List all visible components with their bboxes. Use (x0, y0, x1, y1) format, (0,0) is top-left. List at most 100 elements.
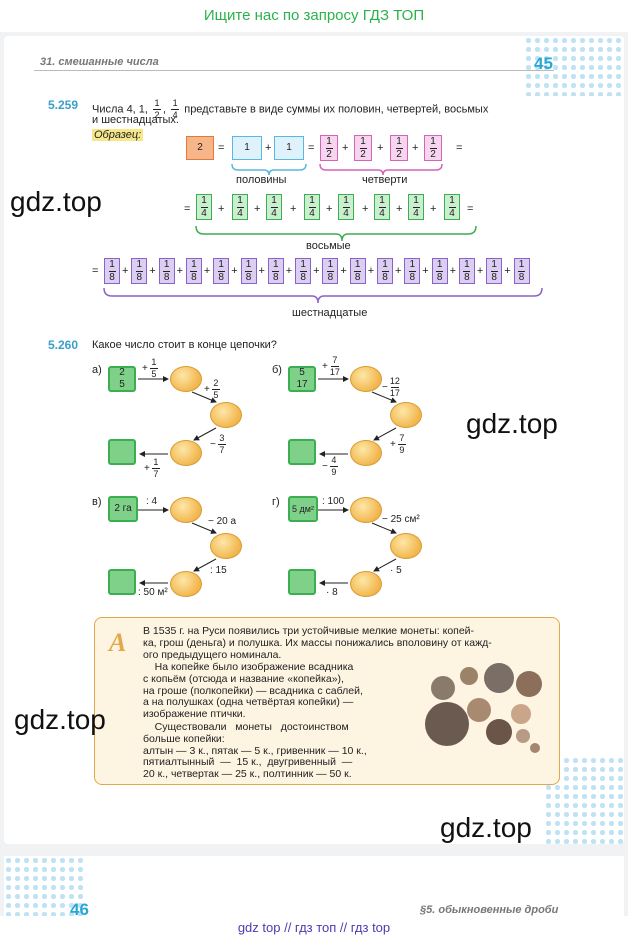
plus-sign: + (203, 265, 211, 277)
watermark: gdz.top (14, 704, 106, 735)
chain-a-label: а) (92, 364, 102, 376)
plus-sign: + (231, 265, 238, 277)
chain-v-circle2[interactable] (210, 533, 242, 559)
chain-v-answer[interactable] (108, 569, 136, 595)
dot-pattern (4, 856, 84, 916)
plus-sign: + (395, 265, 402, 277)
chain-v-circle3[interactable] (170, 571, 202, 597)
next-page-preview: 46 §5. обыкновенные дроби (4, 856, 624, 916)
task-text-line2: и шестнадцатых. (92, 114, 179, 126)
plus-sign: + (396, 203, 403, 215)
brace-lines (103, 163, 543, 304)
plus-sign: + (218, 203, 225, 215)
plus-sign: + (285, 265, 293, 277)
task-number: 5.260 (48, 338, 79, 352)
footer-links[interactable]: gdz top // гдз топ // гдз top (0, 916, 628, 944)
chain-v-label: в) (92, 496, 102, 508)
chain-b-answer[interactable] (288, 439, 316, 465)
equals-sign: = (456, 142, 463, 154)
chain-a-answer[interactable] (108, 439, 136, 465)
section-header: 31. смешанные числа (40, 56, 159, 68)
watermark: gdz.top (10, 186, 102, 217)
plus-sign: + (449, 265, 457, 277)
plus-sign: + (122, 265, 129, 277)
chain-g-op1: : 100 (322, 496, 345, 507)
plus-sign: + (430, 203, 437, 215)
top-banner[interactable]: Ищите нас по запросу ГДЗ ТОП (0, 0, 628, 32)
chain-g-op4: · 8 (326, 587, 338, 598)
chain-g-circle3[interactable] (350, 571, 382, 597)
plus-sign: + (504, 265, 511, 277)
plus-sign: + (362, 203, 369, 215)
plus-sign: + (340, 265, 347, 277)
plus-sign: + (326, 203, 333, 215)
plus-sign: + (258, 265, 265, 277)
next-page-number: 46 (70, 900, 89, 916)
plus-sign: + (367, 265, 375, 277)
equals-sign: = (92, 265, 99, 277)
chain-b-circle3[interactable] (350, 440, 382, 466)
number-two-box: 2 (186, 136, 214, 160)
one-box: 1 (274, 136, 304, 160)
history-paragraph-2: На копейке было изображение всадника с к… (143, 661, 363, 721)
equals-sign: = (308, 142, 315, 154)
halves-label: половины (236, 174, 287, 186)
equals-sign: = (467, 203, 474, 215)
next-page-section: §5. обыкновенные дроби (420, 904, 559, 916)
chain-arrows (138, 376, 397, 586)
plus-sign: + (254, 203, 261, 215)
plus-sign: + (176, 265, 184, 277)
chain-a-circle3[interactable] (170, 440, 202, 466)
chain-a-circle1[interactable] (170, 366, 202, 392)
chain-a-circle2[interactable] (210, 402, 242, 428)
chain-g-circle1[interactable] (350, 497, 382, 523)
plus-sign: + (422, 265, 429, 277)
dot-pattern (524, 36, 624, 96)
watermark: gdz.top (440, 812, 532, 843)
header-rule (34, 70, 554, 71)
equals-sign: = (184, 203, 191, 215)
chain-g-op3: · 5 (390, 565, 402, 576)
chain-g-circle2[interactable] (390, 533, 422, 559)
chain-b-circle2[interactable] (390, 402, 422, 428)
chain-v-op3: : 15 (210, 565, 227, 576)
chain-v-op2: − 20 а (208, 516, 237, 527)
chain-b-circle1[interactable] (350, 366, 382, 392)
textbook-page: 31. смешанные числа 45 5.259 Числа 4, 1,… (4, 36, 624, 844)
history-letter-icon: А (109, 628, 127, 657)
sample-label: Образец: (92, 129, 144, 141)
chain-g-start: 5 дм² (288, 496, 318, 522)
chain-v-circle1[interactable] (170, 497, 202, 523)
chain-g-answer[interactable] (288, 569, 316, 595)
history-paragraph-1: В 1535 г. на Руси появились три устойчив… (143, 625, 492, 661)
chain-g-op2: − 25 см² (382, 514, 420, 525)
plus-sign: + (342, 142, 349, 154)
history-paragraph-3: Существовали монеты достоинством больше … (143, 721, 367, 781)
